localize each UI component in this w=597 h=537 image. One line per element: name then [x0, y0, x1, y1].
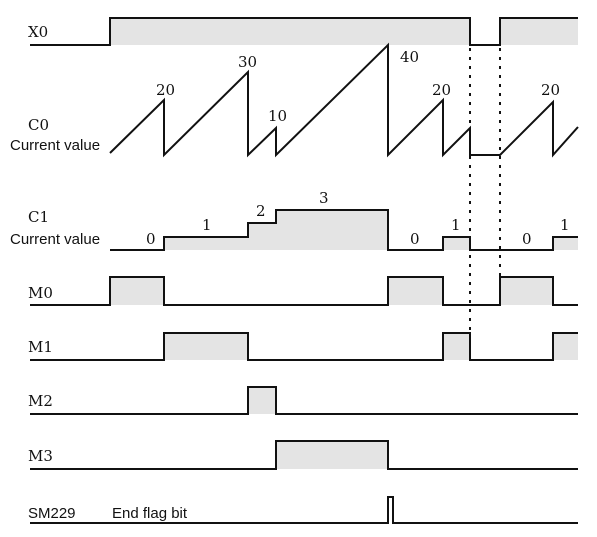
c1-staircase — [110, 209, 578, 251]
c0-sawtooth — [109, 42, 579, 158]
m0-label: M0 — [28, 284, 53, 302]
m1-row: M1 — [28, 332, 578, 361]
m3-waveform — [30, 440, 578, 470]
sm229-description: End flag bit — [112, 505, 188, 522]
m1-waveform — [30, 332, 578, 361]
c1-row: C1 Current value 0 1 2 3 0 1 0 1 — [10, 189, 578, 251]
m2-label: M2 — [28, 392, 53, 410]
c0-value-label: 20 — [541, 81, 560, 99]
c1-value-label: 0 — [410, 230, 420, 248]
c0-sub-label: Current value — [10, 137, 100, 154]
c1-value-label: 1 — [202, 216, 212, 234]
m2-waveform — [30, 386, 578, 415]
x0-label: X0 — [28, 23, 48, 41]
c1-value-label: 0 — [146, 230, 156, 248]
m0-waveform — [30, 276, 578, 306]
c1-sub-label: Current value — [10, 231, 100, 248]
m3-row: M3 — [28, 440, 578, 470]
m1-high-fill — [164, 333, 578, 360]
c1-value-label: 1 — [451, 216, 461, 234]
c1-value-label: 0 — [522, 230, 532, 248]
c0-value-label: 20 — [156, 81, 175, 99]
c1-count-fill — [164, 210, 578, 250]
sm229-label: SM229 — [28, 505, 76, 522]
m3-high-fill — [276, 441, 388, 469]
sm229-waveform — [30, 496, 578, 524]
x0-high-fill — [110, 18, 578, 45]
x0-waveform — [30, 17, 578, 46]
c1-label: C1 — [28, 208, 49, 226]
c0-value-label: 30 — [238, 53, 257, 71]
c1-value-label: 1 — [560, 216, 570, 234]
m0-high-fill — [110, 277, 553, 305]
c0-value-label: 20 — [432, 81, 451, 99]
m1-label: M1 — [28, 338, 53, 356]
m2-high-fill — [248, 387, 276, 414]
c1-value-label: 2 — [256, 202, 266, 220]
x0-row: X0 — [28, 17, 578, 46]
m3-label: M3 — [28, 447, 53, 465]
c0-value-label: 40 — [400, 48, 419, 66]
c0-label: C0 — [28, 116, 49, 134]
c1-value-label: 3 — [319, 189, 329, 207]
m2-row: M2 — [28, 386, 578, 415]
sm229-row: SM229 End flag bit — [28, 496, 578, 524]
c0-row: C0 Current value 20 30 10 40 20 20 — [10, 42, 579, 158]
c0-value-label: 10 — [268, 107, 287, 125]
m0-row: M0 — [28, 276, 578, 306]
